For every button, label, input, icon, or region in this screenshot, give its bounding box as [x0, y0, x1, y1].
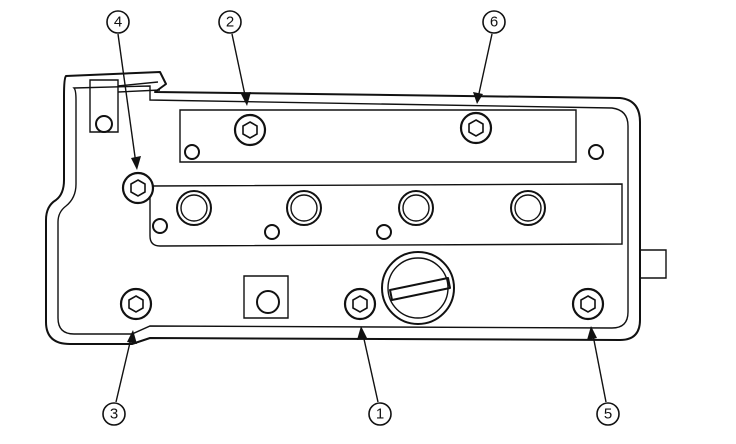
plug-hole-4-inner: [514, 194, 542, 222]
oil-filler-cap-grip: [389, 277, 451, 301]
leader-1: [361, 329, 379, 403]
leader-3-arrow: [127, 330, 137, 344]
callout-6: 6: [482, 10, 506, 34]
svg-text:6: 6: [490, 14, 498, 31]
leader-4-arrow: [131, 156, 141, 170]
upper-plate-hole-right: [588, 144, 604, 160]
plug-hole-4: [510, 190, 546, 226]
small-hole-3: [376, 224, 392, 240]
callout-1: 1: [368, 402, 392, 426]
svg-text:5: 5: [604, 406, 612, 423]
leader-1-arrow: [357, 326, 367, 340]
upper-plate: [179, 109, 577, 163]
middle-rib: [149, 183, 623, 247]
leader-2-arrow: [241, 92, 251, 106]
oil-filler-cap: [381, 251, 455, 325]
upper-plate-hole-left: [184, 144, 200, 160]
breather-tab: [89, 79, 119, 133]
plug-hole-2-inner: [290, 194, 318, 222]
bolt-3: [119, 287, 153, 321]
leader-3: [115, 333, 133, 403]
bolt-6: [459, 111, 493, 145]
leader-2: [231, 33, 247, 101]
leader-6-arrow: [473, 92, 483, 104]
svg-text:1: 1: [376, 406, 384, 423]
callout-4: 4: [106, 10, 130, 34]
cover-inner-outline: [57, 85, 629, 335]
plug-hole-3: [398, 190, 434, 226]
tab-hole: [95, 115, 113, 133]
plug-hole-1: [176, 190, 212, 226]
svg-text:2: 2: [226, 14, 234, 31]
leader-4: [117, 33, 137, 165]
lower-boss: [243, 275, 289, 319]
lower-boss-hole: [256, 290, 280, 314]
callout-5: 5: [596, 402, 620, 426]
callout-2: 2: [218, 10, 242, 34]
leader-5: [591, 329, 607, 403]
bolt-1: [343, 287, 377, 321]
svg-text:4: 4: [114, 14, 122, 31]
cover-outline: [45, 71, 641, 345]
svg-text:3: 3: [110, 406, 118, 423]
hose-stub: [640, 249, 667, 279]
bolt-2: [233, 113, 267, 147]
plug-hole-1-inner: [180, 194, 208, 222]
small-hole-1: [152, 218, 168, 234]
leader-6: [477, 33, 493, 99]
small-hole-2: [264, 224, 280, 240]
plug-hole-3-inner: [402, 194, 430, 222]
plug-hole-2: [286, 190, 322, 226]
bolt-5: [571, 287, 605, 321]
callout-3: 3: [102, 402, 126, 426]
bolt-4: [121, 171, 155, 205]
leader-5-arrow: [587, 326, 597, 340]
